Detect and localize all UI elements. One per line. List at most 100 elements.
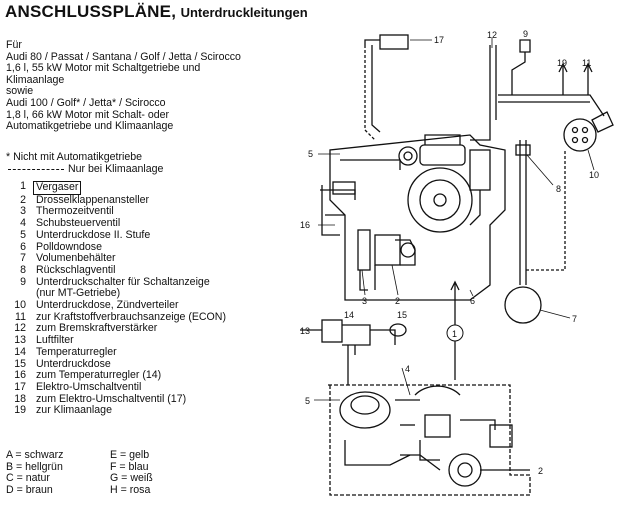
callout-13: 13: [300, 326, 310, 336]
part-label: Volumenbehälter: [36, 252, 116, 265]
intro-line: Audi 100 / Golf* / Jetta* / Scirocco: [6, 96, 166, 109]
thermo-time-valve: [357, 229, 371, 271]
title-sub: Unterdruckleitungen: [180, 5, 308, 20]
part-label: Schubsteuerventil: [36, 217, 121, 230]
part-label: Thermozeitventil: [36, 205, 114, 218]
intro-line: 1,8 l, 66 kW Motor mit Schalt- oder: [6, 108, 170, 121]
link-marker-label: 1: [452, 329, 457, 339]
air-filter-13: [321, 319, 343, 343]
switch-9: [519, 39, 531, 53]
vacuum-dose-5: [339, 391, 391, 429]
callout-4: 4: [405, 364, 410, 374]
part-label: Drosselklappenansteller: [36, 193, 150, 206]
polldown-box: [469, 149, 491, 191]
part-label: Unterdruckschalter für Schaltanzeige: [36, 275, 210, 288]
reservoir-7: [504, 286, 542, 324]
part-label: zum Bremskraftverstärker: [36, 322, 158, 335]
callout-2-lower: 2: [538, 466, 543, 476]
intro-text: Für Audi 80 / Passat / Santana / Golf / …: [6, 39, 271, 133]
valve-17: [379, 34, 409, 50]
pump-2: [448, 453, 482, 487]
callout-17: 17: [434, 35, 444, 45]
gauge-5: [398, 146, 418, 166]
callout-19: 19: [557, 58, 567, 68]
part-label: Unterdruckdose: [36, 357, 111, 370]
list-item: (nur MT-Getriebe): [4, 288, 334, 300]
dashed-line-sample: [8, 168, 64, 170]
callout-2: 2: [395, 296, 400, 306]
page-title: ANSCHLUSSPLÄNE, Unterdruckleitungen: [5, 2, 308, 22]
callout-16: 16: [300, 220, 310, 230]
hose-17: [364, 45, 376, 141]
callout-3: 3: [362, 296, 367, 306]
intro-line: 1,6 l, 55 kW Motor mit Schaltgetriebe un…: [6, 62, 201, 75]
vacuum-unit-10: [591, 111, 614, 133]
throttle-actuator: [374, 234, 401, 266]
intro-line: Audi 80 / Passat / Santana / Golf / Jett…: [6, 50, 241, 63]
part-label: zum Elektro-Umschaltventil (17): [36, 392, 187, 405]
lower-frame: [328, 384, 531, 496]
hose-right-1: [498, 94, 601, 111]
callout-14: 14: [344, 310, 354, 320]
carb-top: [419, 144, 466, 166]
part-label: Elektro-Umschaltventil: [36, 380, 142, 393]
part-label: zum Temperaturregler (14): [36, 369, 162, 382]
callout-9: 9: [523, 29, 528, 39]
note-only-ac: Nur bei Klimaanlage: [6, 163, 164, 176]
part-label: zur Kraftstoffverbrauchsanzeige (ECON): [36, 310, 226, 323]
part-label: zur Klimaanlage: [36, 404, 112, 417]
carburettor: [407, 167, 473, 233]
note-only-ac-text: Nur bei Klimaanlage: [68, 163, 164, 175]
valve-4: [414, 385, 461, 396]
part-label: Polldowndose: [36, 240, 102, 253]
check-valve-8: [515, 144, 531, 156]
callout-12: 12: [487, 30, 497, 40]
distributor: [563, 118, 597, 152]
temp-regulator-14: [342, 324, 371, 346]
engine-block-outline: [329, 134, 506, 301]
callout-10: 10: [589, 170, 599, 180]
hose-15: [370, 329, 396, 345]
callout-labels: 17 12 9 19 11 5 8 16 10 3 2 6 7 13 14 15…: [300, 29, 599, 476]
link-marker-circle: [446, 324, 464, 342]
callout-5: 5: [308, 149, 313, 159]
intro-line: Automatikgetriebe und Klimaanlage: [6, 120, 174, 133]
callout-7: 7: [572, 314, 577, 324]
intro-line: sowie: [6, 85, 34, 98]
part-label: Temperaturregler: [36, 345, 117, 358]
intro-line: Für: [6, 39, 22, 51]
part-label: Vergaser: [33, 181, 82, 195]
callout-15: 15: [397, 310, 407, 320]
callout-11: 11: [582, 58, 591, 68]
part-label: Luftfilter: [36, 334, 74, 347]
carburettor-inner: [419, 179, 461, 221]
note-no-automatic: * Nicht mit Automatikgetriebe: [6, 151, 143, 163]
intro-line: Klimaanlage: [6, 73, 65, 86]
part-label: Rückschlagventil: [36, 263, 116, 276]
callout-6: 6: [470, 296, 475, 306]
part-label: (nur MT-Getriebe): [36, 287, 121, 300]
part-label: Unterdruckdose, Zündverteiler: [36, 299, 179, 312]
